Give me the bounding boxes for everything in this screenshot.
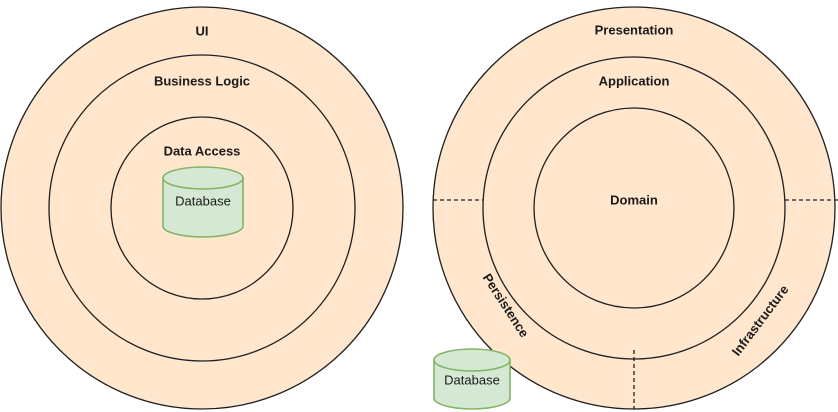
database-label-right: Database [444, 372, 500, 387]
database-label-left: Database [175, 193, 231, 208]
database-body-right [433, 359, 511, 410]
database-cylinder-left[interactable]: Database [162, 166, 244, 238]
database-body-left [162, 177, 244, 238]
ring-label-application: Application [599, 73, 670, 88]
ring-label-data-access: Data Access [164, 143, 241, 158]
ring-domain[interactable] [533, 107, 735, 309]
layered-architecture-group: UI Business Logic Data Access Database [0, 6, 404, 410]
ring-label-ui: UI [196, 23, 209, 38]
database-cylinder-right[interactable]: Database [433, 348, 511, 410]
ring-label-domain: Domain [610, 192, 658, 207]
database-top-right [433, 348, 511, 372]
ring-label-business-logic: Business Logic [154, 73, 250, 88]
ring-label-presentation: Presentation [595, 22, 674, 37]
database-top-left [162, 166, 244, 190]
onion-architecture-group: Presentation Application Domain Persiste… [432, 6, 838, 410]
